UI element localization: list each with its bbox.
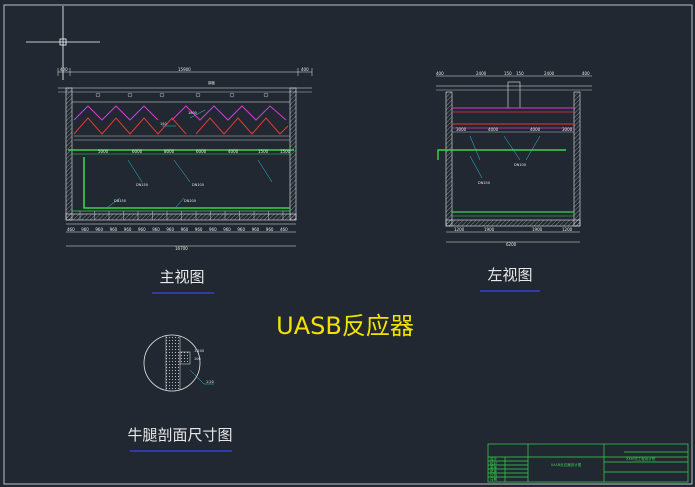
title-block-project: UASB反应器设计图	[551, 462, 582, 467]
svg-text:3000: 3000	[456, 127, 467, 132]
front-note-dn150: DN150	[136, 183, 148, 187]
svg-text:6000: 6000	[196, 149, 207, 154]
svg-text:150: 150	[516, 71, 524, 76]
title-block-row-label: 设计	[490, 457, 498, 462]
svg-text:2400: 2400	[544, 71, 555, 76]
svg-text:4000: 4000	[228, 149, 239, 154]
front-bottom-dim: 960	[166, 227, 174, 232]
left-inner-dims: 3000 4000 4000 3000	[456, 127, 573, 132]
front-bottom-dim: 960	[110, 227, 118, 232]
svg-text:1:100: 1:100	[194, 349, 204, 353]
front-view-caption: 主视图	[159, 268, 204, 286]
title-block-company: XX环境工程设计院	[626, 456, 656, 461]
svg-text:4000: 4000	[488, 127, 499, 132]
svg-text:1:20: 1:20	[206, 380, 214, 384]
left-note-dn150: DN150	[478, 181, 490, 185]
front-bottom-dim: 960	[223, 227, 231, 232]
front-view-drawing[interactable]: 400 15900 400 钢板 1800 150 5000	[57, 67, 313, 251]
left-bottom-dims: 1200 1900 1900 1200	[454, 227, 573, 232]
front-top-dim-left: 400	[60, 67, 68, 72]
title-block[interactable]	[487, 443, 689, 483]
front-top-dim-right: 400	[301, 67, 309, 72]
front-bottom-dim: 960	[209, 227, 217, 232]
svg-text:150: 150	[504, 71, 512, 76]
svg-text:2400: 2400	[476, 71, 487, 76]
svg-text:1500: 1500	[280, 149, 291, 154]
front-note-steel: 钢板	[208, 80, 215, 85]
front-bottom-dim: 960	[95, 227, 103, 232]
front-note-dn100: DN100	[192, 183, 204, 187]
svg-text:1900: 1900	[484, 227, 495, 232]
front-bottom-dim: 960	[266, 227, 274, 232]
front-inner-dims: 5000 6000 8000 6000 4000 1500 1500	[98, 149, 291, 154]
left-total-dim: 6200	[506, 242, 517, 247]
front-bottom-dim: 960	[124, 227, 132, 232]
front-bottom-dim: 960	[237, 227, 245, 232]
front-note-dn150b: DN150	[114, 199, 126, 203]
svg-text:1200: 1200	[562, 227, 573, 232]
front-bottom-dim: 960	[138, 227, 146, 232]
title-block-row-label: 校对	[490, 461, 498, 466]
title-block-row-label: 比例	[490, 473, 498, 478]
front-bottom-dims: 460 960 960 960 960 960 960 960 960 960 960 960 960 9…	[67, 227, 288, 232]
front-note-1800: 1800	[188, 111, 197, 115]
front-bottom-dim: 960	[152, 227, 160, 232]
svg-text:1900: 1900	[532, 227, 543, 232]
front-bottom-dim: 960	[181, 227, 189, 232]
svg-text:3000: 3000	[562, 127, 573, 132]
title-block-row-label: 批准	[490, 469, 498, 474]
svg-text:4000: 4000	[530, 127, 541, 132]
front-bottom-dim: 960	[195, 227, 203, 232]
svg-text:8000: 8000	[164, 149, 175, 154]
left-view-caption: 左视图	[487, 266, 532, 284]
left-view-drawing[interactable]: 400 2400 150 150 2400 400 3000 4000 4000…	[436, 71, 592, 247]
left-top-dims: 400 2400 150 150 2400 400	[436, 71, 590, 76]
svg-text:5000: 5000	[98, 149, 109, 154]
front-bottom-dim: 460	[280, 227, 288, 232]
cad-crosshair-cursor	[26, 6, 100, 80]
title-block-row-label: 日期	[490, 477, 498, 482]
svg-text:400: 400	[436, 71, 444, 76]
corbel-section-drawing[interactable]: 1:100 100 1:20	[143, 333, 214, 395]
front-note-150: 150	[160, 122, 167, 126]
svg-text:1500: 1500	[258, 149, 269, 154]
svg-text:400: 400	[582, 71, 590, 76]
front-bottom-dim: 960	[252, 227, 260, 232]
title-block-row-label: 审核	[490, 465, 498, 470]
left-note-dn100: DN100	[514, 163, 526, 167]
front-bottom-dim: 960	[81, 227, 89, 232]
front-total-dim: 16700	[175, 246, 188, 251]
drawing-main-title: UASB反应器	[276, 312, 414, 340]
svg-text:6000: 6000	[132, 149, 143, 154]
front-top-dim-mid: 15900	[178, 67, 191, 72]
section-view-caption: 牛腿剖面尺寸图	[127, 426, 232, 444]
section-labels: 1:100 100 1:20	[194, 349, 214, 384]
svg-text:100: 100	[194, 357, 201, 361]
front-bottom-dim: 460	[67, 227, 75, 232]
drawing-frame	[3, 4, 693, 485]
svg-text:1200: 1200	[454, 227, 465, 232]
front-note-dn200: DN200	[184, 199, 196, 203]
